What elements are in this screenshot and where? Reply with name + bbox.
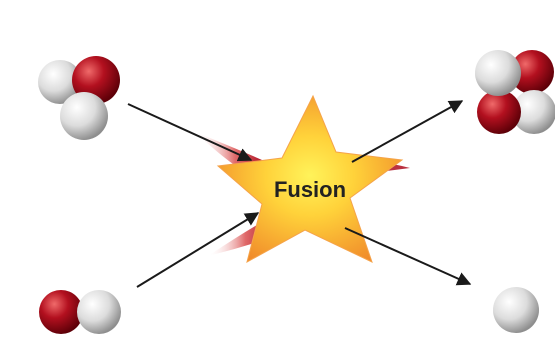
fusion-label: Fusion	[274, 177, 346, 202]
neutron-sphere	[38, 60, 82, 104]
tritium-nucleus	[38, 56, 120, 140]
arrow-deuterium-to-fusion	[136, 212, 260, 288]
neutron-sphere	[60, 92, 108, 140]
neutron-sphere	[77, 290, 121, 334]
proton-sphere	[39, 290, 83, 334]
reaction-arrows	[127, 100, 472, 288]
streak-lower-left	[208, 222, 270, 256]
proton-sphere	[477, 90, 521, 134]
neutron-sphere	[475, 50, 521, 96]
arrow-fusion-to-helium	[351, 100, 464, 163]
proton-sphere	[510, 50, 554, 94]
helium-nucleus	[475, 50, 555, 134]
free-neutron	[493, 287, 539, 333]
arrow-tritium-to-fusion	[127, 103, 253, 162]
neutron-sphere	[512, 90, 555, 134]
deuterium-nucleus	[39, 290, 121, 334]
neutron-sphere	[493, 287, 539, 333]
fusion-burst	[216, 94, 404, 263]
arrow-fusion-to-neutron	[344, 227, 472, 286]
